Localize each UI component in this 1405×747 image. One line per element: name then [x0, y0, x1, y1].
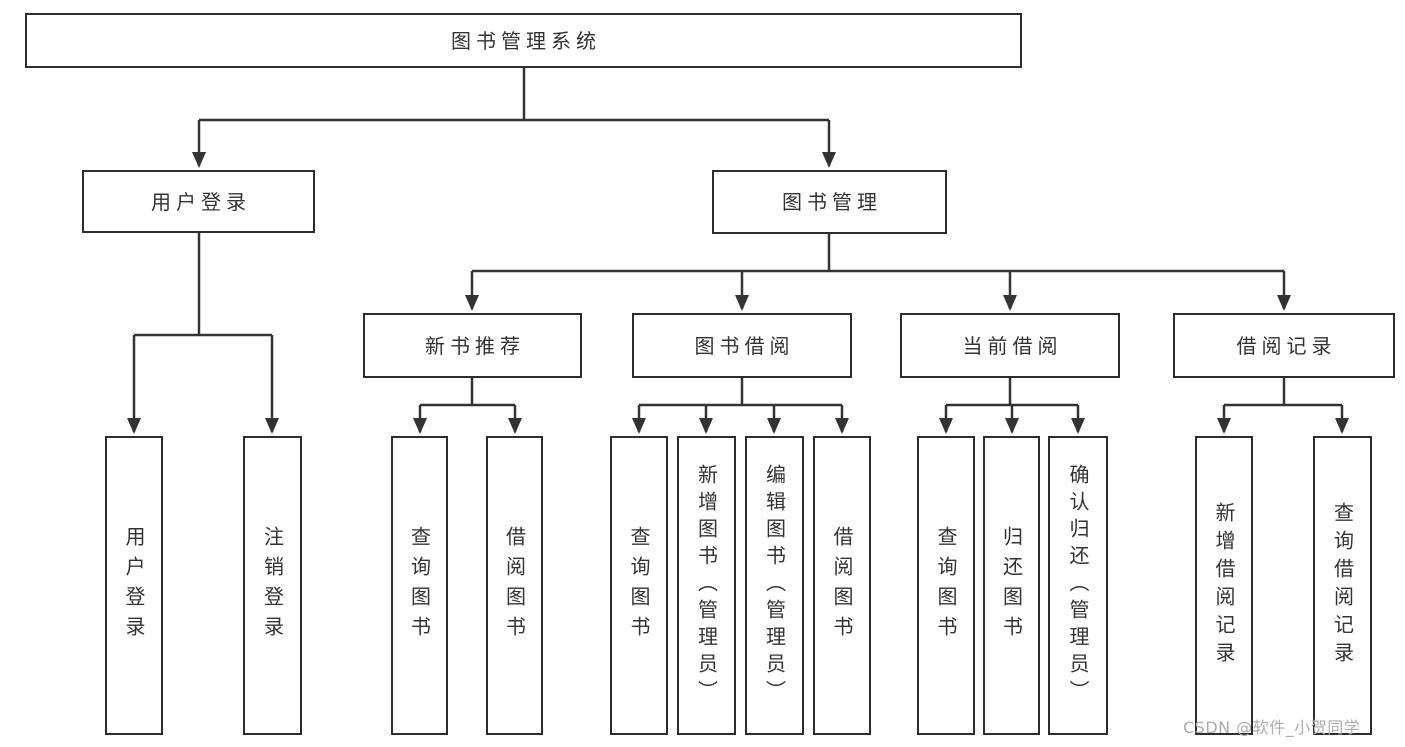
leaf-confirm-return-admin: 确认归还（管理员）	[1048, 436, 1108, 735]
leaf-confirm-return-admin-label: 确认归还（管理员）	[1066, 464, 1090, 707]
leaf-return-book-label: 归还图书	[999, 525, 1024, 646]
leaf-query-books-1-label: 查询图书	[407, 525, 432, 646]
leaf-query-borrow-record-label: 查询借阅记录	[1330, 501, 1355, 670]
leaf-add-borrow-record: 新增借阅记录	[1195, 436, 1253, 735]
node-current-borrow-label: 当前借阅	[962, 333, 1063, 358]
leaf-edit-book-admin: 编辑图书（管理员）	[745, 436, 804, 735]
leaf-add-book-admin-label: 新增图书（管理员）	[694, 464, 719, 707]
node-user-login: 用户登录	[82, 170, 315, 233]
leaf-logout-label: 注销登录	[260, 525, 285, 646]
leaf-query-books-2-label: 查询图书	[627, 525, 651, 646]
node-borrow-records: 借阅记录	[1173, 313, 1395, 378]
leaf-add-borrow-record-label: 新增借阅记录	[1212, 501, 1236, 670]
leaf-query-books-1: 查询图书	[391, 436, 448, 735]
leaf-borrow-books-2-label: 借阅图书	[830, 525, 854, 646]
leaf-user-login: 用户登录	[105, 436, 163, 735]
node-book-management: 图书管理	[712, 170, 947, 234]
node-book-management-label: 图书管理	[782, 190, 882, 214]
csdn-watermark: CSDN @软件_小贺同学	[1183, 718, 1361, 737]
leaf-logout: 注销登录	[243, 436, 302, 735]
node-new-book-recommend: 新书推荐	[363, 313, 582, 378]
node-book-borrow: 图书借阅	[632, 313, 852, 378]
leaf-query-books-2: 查询图书	[610, 436, 668, 735]
node-new-book-recommend-label: 新书推荐	[425, 333, 525, 358]
connector-trunks	[134, 68, 1342, 407]
leaf-query-books-3: 查询图书	[917, 436, 975, 735]
leaf-edit-book-admin-label: 编辑图书（管理员）	[762, 464, 787, 707]
leaf-borrow-books-2: 借阅图书	[813, 436, 871, 735]
node-root: 图书管理系统	[25, 13, 1022, 68]
leaf-query-borrow-record: 查询借阅记录	[1313, 436, 1372, 735]
node-user-login-label: 用户登录	[151, 189, 251, 214]
node-current-borrow: 当前借阅	[900, 313, 1120, 378]
leaf-return-book: 归还图书	[983, 436, 1040, 735]
node-book-borrow-label: 图书借阅	[694, 333, 795, 358]
leaf-user-login-label: 用户登录	[122, 525, 146, 646]
leaf-borrow-books-1: 借阅图书	[486, 436, 543, 735]
leaf-add-book-admin: 新增图书（管理员）	[677, 436, 736, 735]
leaf-query-books-3-label: 查询图书	[934, 525, 958, 646]
leaf-borrow-books-1-label: 借阅图书	[502, 525, 527, 646]
node-borrow-records-label: 借阅记录	[1236, 333, 1337, 358]
node-root-label: 图书管理系统	[451, 28, 601, 53]
